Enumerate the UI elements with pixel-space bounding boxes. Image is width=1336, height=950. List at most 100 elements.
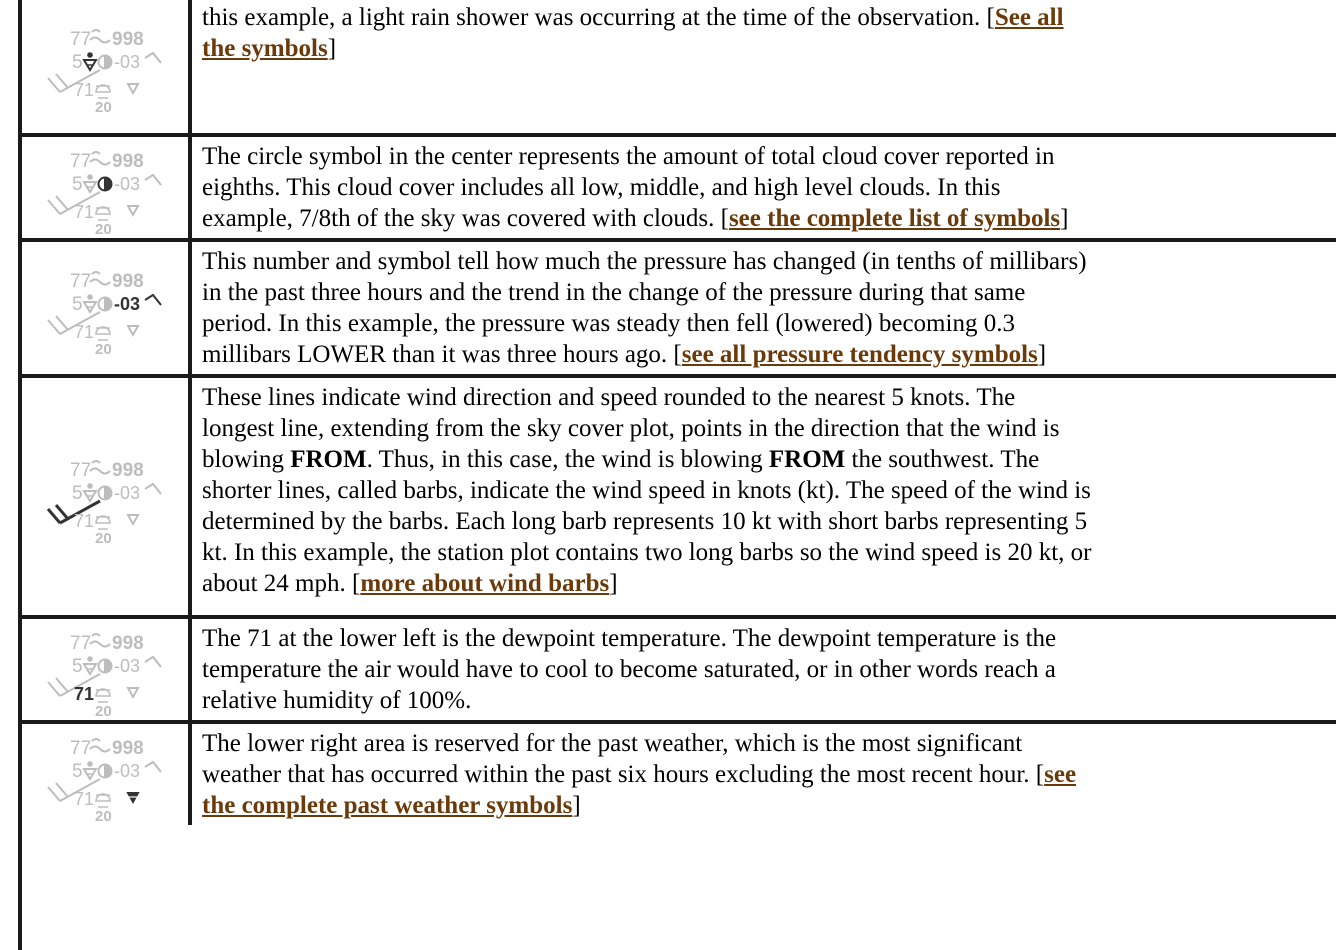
temperature-label: 77 [70, 633, 91, 654]
past-weather-icon [126, 686, 140, 699]
pressure-label: 998 [112, 633, 144, 654]
low-cloud-icon [95, 83, 111, 99]
cloud-type-icon [89, 737, 111, 752]
cloud-cover-fill [104, 658, 112, 672]
cloud-type-icon [89, 271, 111, 286]
wind-shaft [59, 311, 101, 335]
cloud-type-icon [89, 28, 111, 43]
description-line: about 24 mph. [more about wind barbs] [202, 568, 1336, 599]
description-line: These lines indicate wind direction and … [202, 382, 1336, 413]
pressure-change-label: -03 [114, 52, 140, 72]
cloud-height-label: 20 [95, 341, 112, 354]
symbols-link[interactable]: the symbols [202, 35, 328, 62]
description-line: blowing FROM. Thus, in this case, the wi… [202, 444, 1336, 475]
past-weather-icon [126, 325, 140, 338]
low-cloud-icon [95, 687, 111, 703]
pressure-tendency-icon [144, 173, 162, 186]
description-line: eighths. This cloud cover includes all l… [202, 172, 1336, 203]
body-text: determined by the barbs. Each long barb … [202, 508, 1088, 535]
wind-barb-long [47, 198, 61, 215]
present-weather-icon [87, 760, 93, 767]
dewpoint-label: 71 [74, 789, 94, 809]
description-line: this example, a light rain shower was oc… [202, 2, 1336, 33]
symbols-link[interactable]: see the complete list of symbols [728, 205, 1061, 232]
body-text: about 24 mph. [ [202, 570, 361, 597]
body-text: the southwest. The [845, 446, 1040, 473]
pressure-label: 998 [112, 460, 144, 481]
cloud-height-label: 20 [95, 99, 112, 112]
pressure-change-label: -03 [114, 656, 140, 676]
cloud-cover-fill [104, 297, 112, 311]
description-line: longest line, extending from the sky cov… [202, 413, 1336, 444]
wind-barb-long [54, 503, 70, 520]
cloud-height-label: 20 [95, 703, 112, 716]
symbols-link[interactable]: see all pressure tendency symbols [681, 341, 1038, 368]
body-text: eighths. This cloud cover includes all l… [202, 174, 1001, 201]
dewpoint-label: 71 [74, 322, 94, 342]
description-line: relative humidity of 100%. [202, 685, 1336, 716]
present-weather-icon [87, 655, 93, 662]
symbols-link[interactable]: more about wind barbs [360, 570, 610, 597]
dewpoint-label: 71 [74, 511, 94, 531]
description-line: in the past three hours and the trend in… [202, 277, 1336, 308]
temperature-label: 77 [70, 29, 91, 50]
cloud-height-label: 20 [95, 530, 112, 543]
body-text: . Thus, in this case, the wind is blowin… [366, 446, 769, 473]
body-text: ] [572, 792, 581, 819]
past-weather-icon [126, 82, 140, 95]
past-weather-icon [126, 204, 140, 217]
pressure-label: 998 [112, 29, 144, 50]
dewpoint-label: 71 [74, 684, 94, 704]
wind-barb-long [55, 194, 69, 211]
emphasis-text: FROM [768, 446, 846, 473]
low-cloud-icon [95, 326, 111, 341]
body-text: relative humidity of 100%. [202, 687, 472, 714]
symbols-link[interactable]: see [1044, 761, 1077, 788]
description-line: temperature the air would have to cool t… [202, 654, 1336, 685]
description-line: weather that has occurred within the pas… [202, 759, 1336, 790]
wind-shaft [59, 672, 101, 697]
emphasis-text: FROM [290, 446, 367, 473]
body-text: temperature the air would have to cool t… [202, 656, 1056, 683]
cloud-cover-fill [104, 485, 112, 499]
low-cloud-icon [95, 792, 111, 808]
wind-barb-long [47, 76, 61, 93]
symbols-link[interactable]: the complete past weather symbols [202, 792, 573, 819]
body-text: shorter lines, called barbs, indicate th… [202, 477, 1091, 504]
symbols-link[interactable]: See all [994, 4, 1064, 31]
cloud-height-label: 20 [95, 221, 112, 234]
pressure-change-label: -03 [114, 483, 140, 503]
description-cell: This number and symbol tell how much the… [190, 240, 1336, 378]
body-text: ] [327, 35, 337, 62]
pressure-label: 998 [112, 271, 144, 292]
pressure-tendency-icon [144, 655, 162, 668]
description-line: kt. In this example, the station plot co… [202, 537, 1336, 568]
body-text: The 71 at the lower left is the dewpoint… [202, 625, 1057, 652]
description-line: The circle symbol in the center represen… [202, 141, 1336, 172]
cloud-type-icon [89, 459, 111, 474]
wind-barb-long [47, 785, 61, 802]
temperature-label: 77 [70, 738, 91, 759]
body-text: The lower right area is reserved for the… [202, 730, 1023, 757]
body-text: This number and symbol tell how much the… [202, 248, 1087, 275]
wind-shaft [59, 777, 101, 802]
temperature-label: 77 [70, 460, 91, 481]
wind-barb-long [46, 507, 62, 524]
body-text: The circle symbol in the center represen… [202, 143, 1055, 170]
visibility-label: 5 [72, 294, 83, 315]
pressure-tendency-icon [144, 51, 162, 64]
description-line: the complete past weather symbols] [202, 790, 1336, 821]
wind-barb-long [55, 781, 69, 798]
pressure-change-label: -03 [114, 174, 140, 194]
pressure-change-label: -03 [114, 294, 140, 314]
visibility-label: 5 [72, 52, 83, 73]
